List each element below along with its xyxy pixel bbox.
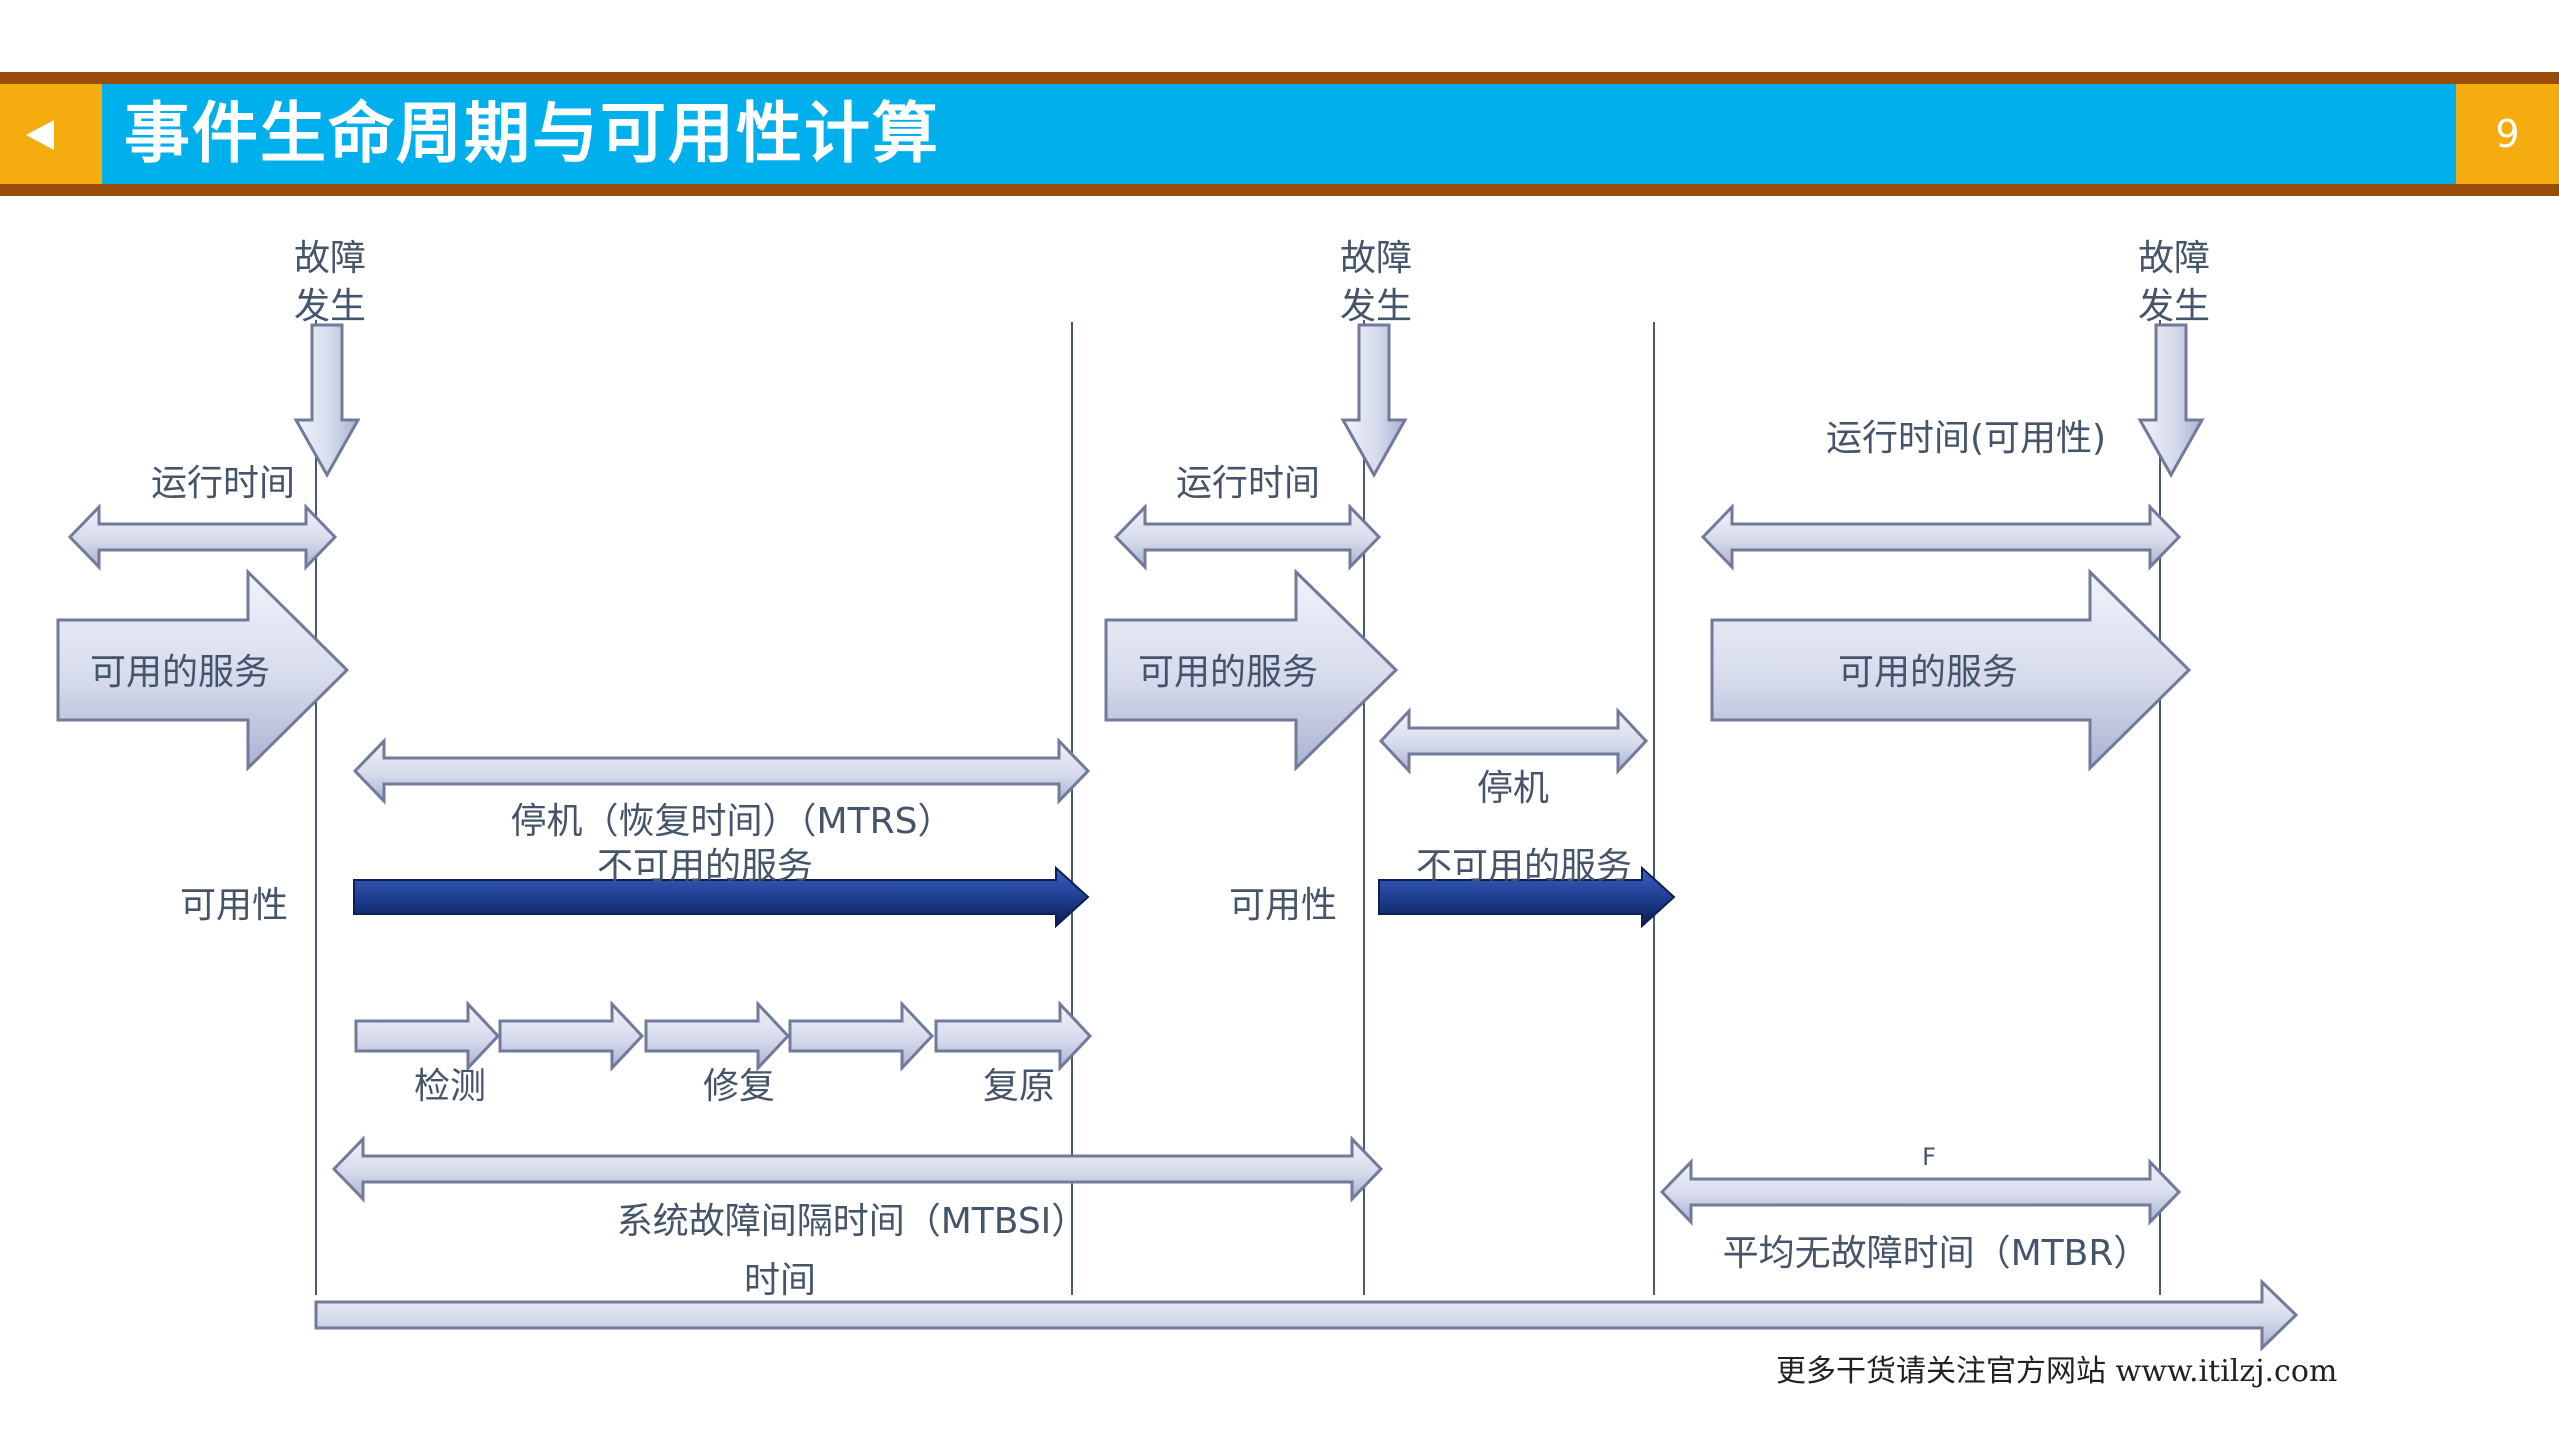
service-label-3: 可用的服务 [1838, 652, 2018, 693]
back-button[interactable] [0, 84, 102, 184]
unavailable-service-arrow [353, 865, 1090, 929]
downtime-mtrs-arrow [352, 737, 1091, 805]
footer-website: 更多干货请关注官方网站 www.itilzj.com [1776, 1354, 2338, 1389]
guide-lines [315, 320, 2161, 1295]
failure-label-2a: 故障 [1340, 238, 1412, 279]
downtime-arrow [1378, 707, 1649, 775]
availability-label-1: 可用性 [180, 885, 288, 926]
title-band [102, 84, 2456, 184]
page-number-box [2456, 84, 2559, 184]
mtbsi-double-arrow [331, 1135, 1384, 1203]
failure-down-arrow [293, 323, 361, 479]
failure-label-3b: 发生 [2138, 286, 2210, 327]
step-label-detect: 检测 [414, 1066, 486, 1107]
available-service-arrow [1710, 568, 2192, 772]
downtime-label: 停机 [1477, 768, 1549, 809]
mtbr-double-arrow [1659, 1158, 2182, 1226]
availability-label-2: 可用性 [1229, 885, 1337, 926]
step-recovery-arrow [788, 1000, 935, 1072]
unavailable-label-1: 不可用的服务 [597, 846, 813, 887]
downtime-mtrs-label: 停机（恢复时间）（MTRS） [511, 801, 954, 842]
page-number: 9 [2495, 112, 2520, 156]
service-label-1: 可用的服务 [90, 652, 270, 693]
uptime-label-3: 运行时间(可用性) [1826, 418, 2106, 459]
available-service-arrow [1104, 568, 1399, 772]
time-axis-arrow [314, 1278, 2299, 1352]
uptime-label-1: 运行时间 [151, 463, 295, 504]
mtbsi-label: 系统故障间隔时间（MTBSI） [617, 1201, 1088, 1242]
mtbf-mark: F [1922, 1143, 1936, 1171]
triangle-left-icon [26, 120, 54, 150]
step-detect-arrow [354, 1000, 501, 1072]
failure-label-2b: 发生 [1340, 286, 1412, 327]
step-label-repair: 修复 [703, 1066, 775, 1107]
uptime-double-arrow [67, 503, 338, 571]
step-restore-arrow [934, 1000, 1093, 1072]
failure-label-1b: 发生 [294, 286, 366, 327]
step-diagnose-arrow [498, 1000, 645, 1072]
mtbr-label: 平均无故障时间（MTBR） [1723, 1233, 2150, 1274]
failure-label-1a: 故障 [294, 238, 366, 279]
unavailable-service-arrow [1378, 865, 1676, 929]
step-repair-arrow [644, 1000, 791, 1072]
uptime-double-arrow [1700, 503, 2182, 571]
uptime-label-2: 运行时间 [1176, 463, 1320, 504]
time-axis-label: 时间 [744, 1260, 816, 1301]
failure-down-arrow [1340, 323, 1408, 479]
uptime-double-arrow [1113, 503, 1382, 571]
failure-down-arrow [2137, 323, 2205, 479]
step-label-restore: 复原 [983, 1066, 1055, 1107]
service-label-2: 可用的服务 [1138, 652, 1318, 693]
page-title: 事件生命周期与可用性计算 [124, 95, 940, 172]
failure-label-3a: 故障 [2138, 238, 2210, 279]
available-service-arrow [56, 568, 350, 772]
unavailable-label-2: 不可用的服务 [1416, 846, 1632, 887]
